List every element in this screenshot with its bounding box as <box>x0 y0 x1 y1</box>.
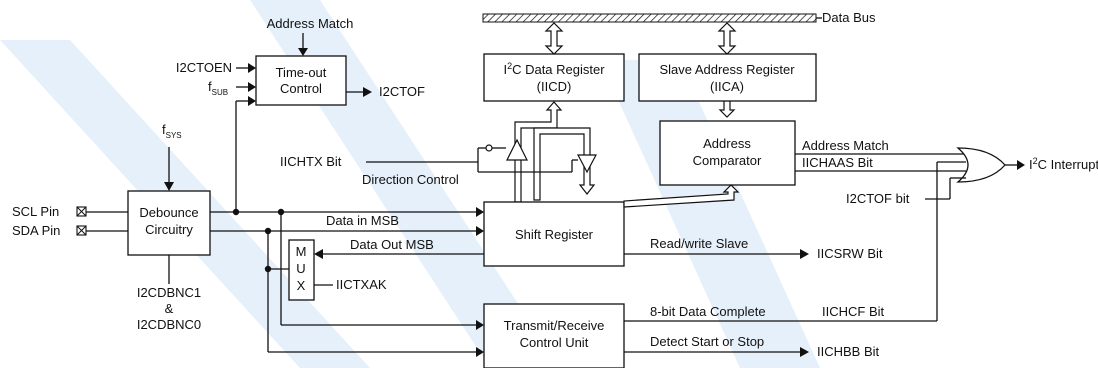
detect-label: Detect Start or Stop <box>650 334 764 349</box>
txrx-label-2: Control Unit <box>520 335 589 350</box>
iica-label-1: Slave Address Register <box>659 62 795 77</box>
scl-pin-label: SCL Pin <box>12 204 59 219</box>
iichcf-label: IICHCF Bit <box>822 304 885 319</box>
or-gate <box>956 147 1006 183</box>
iicd-label-1: I2C Data Register <box>503 61 605 77</box>
timeout-control-block <box>255 55 347 106</box>
fsys-label: fSYS <box>162 122 182 140</box>
iictxak-label: IICTXAK <box>336 277 387 292</box>
i2cdbnc0-label: I2CDBNC0 <box>137 317 201 332</box>
i2ctof-label: I2CTOF <box>379 84 425 99</box>
data-bus <box>482 13 817 23</box>
tristate-buffer-out <box>577 154 597 174</box>
iicd-label-2: (IICD) <box>537 79 572 94</box>
shift-to-comparator-arrow <box>623 184 740 208</box>
i2ctof-bit-label: I2CTOF bit <box>846 191 910 206</box>
direction-control-label: Direction Control <box>362 172 459 187</box>
iichtx-label: IICHTX Bit <box>280 154 342 169</box>
iichbb-label: IICHBB Bit <box>817 344 880 359</box>
address-comparator-block <box>659 120 796 186</box>
comparator-label-1: Address <box>703 136 751 151</box>
fsub-label: fSUB <box>208 79 228 97</box>
data-out-label: Data Out MSB <box>350 237 434 252</box>
rw-slave-label: Read/write Slave <box>650 236 748 251</box>
timeout-label-1: Time-out <box>276 65 327 80</box>
shift-register-label: Shift Register <box>515 227 594 242</box>
tristate-buffer-in <box>506 138 528 161</box>
iicsrw-label: IICSRW Bit <box>817 246 883 261</box>
txrx-control-block <box>483 303 625 368</box>
iichaas-label: IICHAAS Bit <box>802 155 873 170</box>
address-match-right-label: Address Match <box>802 138 889 153</box>
mux-block <box>288 239 315 301</box>
shift-register-block <box>483 201 625 267</box>
iica-block <box>638 53 817 102</box>
debounce-label-2: Circuitry <box>145 222 193 237</box>
iicd-block <box>483 53 625 102</box>
mux-m: M <box>296 244 307 259</box>
shift-to-iicd-bus-arrow <box>533 127 596 201</box>
debounce-label-1: Debounce <box>139 205 198 220</box>
iica-to-comparator-arrow <box>718 99 736 118</box>
bus-arrow-iica <box>717 22 737 55</box>
data-bus-label: Data Bus <box>822 10 876 25</box>
amp-label: & <box>165 301 174 316</box>
sda-pin-label: SDA Pin <box>12 223 60 238</box>
comparator-label-2: Comparator <box>693 153 762 168</box>
data-complete-label: 8-bit Data Complete <box>650 304 766 319</box>
mux-u: U <box>296 261 305 276</box>
i2cdbnc1-label: I2CDBNC1 <box>137 285 201 300</box>
sda-pin-icon <box>76 225 87 236</box>
bus-arrow-iicd <box>544 22 564 55</box>
iica-label-2: (IICA) <box>710 79 744 94</box>
address-match-top-label: Address Match <box>267 16 354 31</box>
i2ctoen-label: I2CTOEN <box>176 60 232 75</box>
i2c-interrupt-label: I2C Interrupt <box>1029 156 1098 172</box>
txrx-label-1: Transmit/Receive <box>504 318 605 333</box>
timeout-label-2: Control <box>280 81 322 96</box>
scl-pin-icon <box>76 206 87 217</box>
data-in-label: Data in MSB <box>326 213 399 228</box>
mux-x: X <box>297 278 306 293</box>
